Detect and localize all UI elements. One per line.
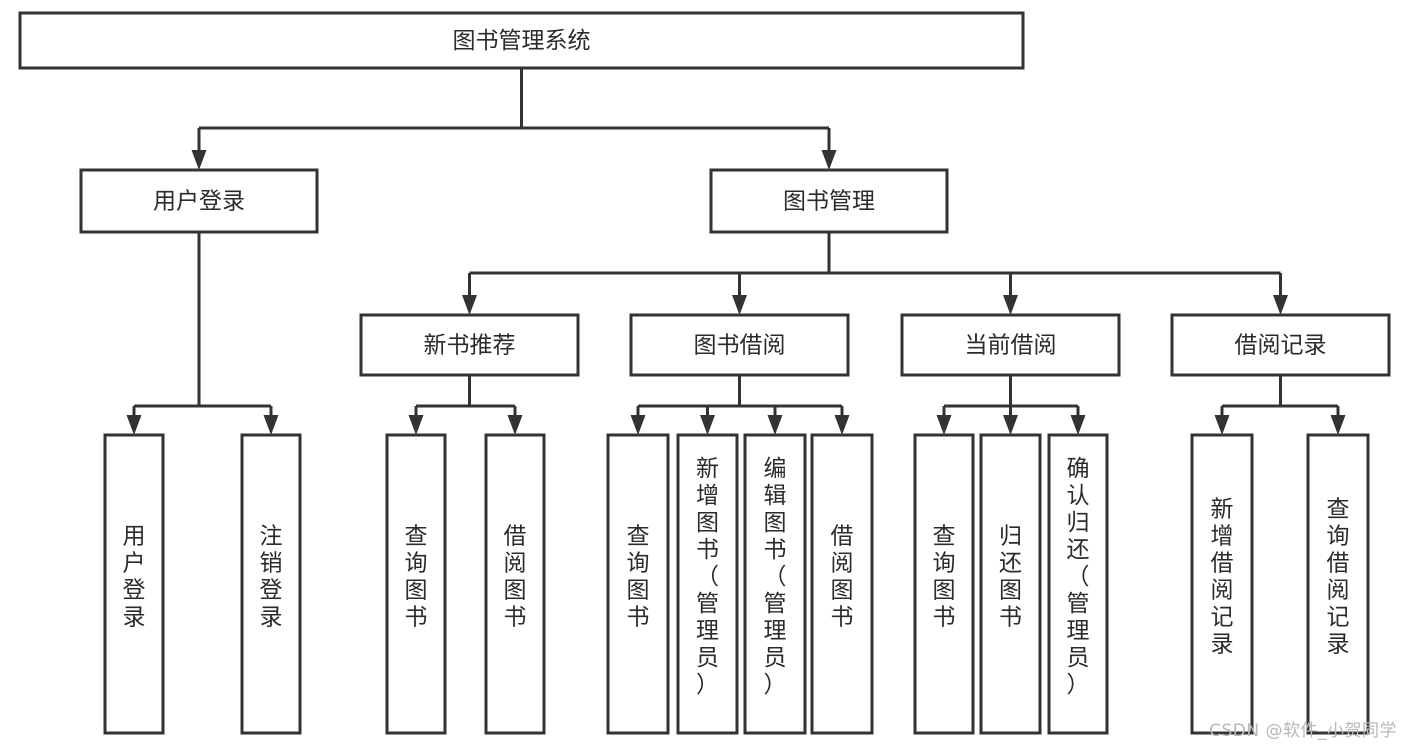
node-box bbox=[18, 11, 1025, 70]
node-box bbox=[606, 433, 670, 735]
node-label: 查询借阅记录 bbox=[1327, 497, 1350, 658]
node-label: 查询图书 bbox=[405, 524, 428, 631]
node-box bbox=[359, 313, 580, 377]
node-box bbox=[900, 313, 1121, 377]
node-label: 新书推荐 bbox=[424, 333, 516, 359]
node-label: 确认归还（管理员） bbox=[1067, 456, 1090, 698]
node-current-borrow[interactable]: 当前借阅 bbox=[900, 313, 1121, 377]
node-leaf-borrow-book-2[interactable]: 借阅图书 bbox=[810, 433, 874, 735]
arrow-head-icon bbox=[732, 295, 747, 315]
node-root[interactable]: 图书管理系统 bbox=[18, 11, 1025, 70]
node-box bbox=[709, 168, 949, 234]
node-box bbox=[810, 433, 874, 735]
node-box bbox=[1170, 313, 1391, 377]
node-label: 编辑图书（管理员） bbox=[764, 456, 787, 698]
node-leaf-add-book[interactable]: 新增图书（管理员） bbox=[676, 433, 739, 735]
node-label: 用户登录 bbox=[123, 524, 146, 631]
node-new-book-rec[interactable]: 新书推荐 bbox=[359, 313, 580, 377]
node-leaf-query-book-3[interactable]: 查询图书 bbox=[913, 433, 975, 735]
node-leaf-query-book-1[interactable]: 查询图书 bbox=[385, 433, 447, 735]
node-label: 图书借阅 bbox=[694, 333, 786, 359]
node-box bbox=[385, 433, 447, 735]
arrow-head-icon bbox=[191, 150, 207, 170]
node-box bbox=[676, 433, 739, 735]
node-book-manage[interactable]: 图书管理 bbox=[709, 168, 949, 234]
node-borrow-record[interactable]: 借阅记录 bbox=[1170, 313, 1391, 377]
node-label: 查询图书 bbox=[627, 524, 650, 631]
node-box bbox=[1047, 433, 1109, 735]
node-label: 借阅记录 bbox=[1235, 333, 1327, 359]
arrow-head-icon bbox=[1003, 415, 1018, 435]
arrow-head-icon bbox=[821, 150, 837, 170]
nodes-layer: 图书管理系统用户登录图书管理新书推荐图书借阅当前借阅借阅记录用户登录注销登录查询… bbox=[18, 11, 1391, 735]
arrow-head-icon bbox=[1003, 295, 1018, 315]
node-label: 借阅图书 bbox=[504, 524, 527, 631]
node-box bbox=[103, 433, 165, 735]
arrow-head-icon bbox=[507, 415, 523, 435]
node-leaf-edit-book[interactable]: 编辑图书（管理员） bbox=[743, 433, 807, 735]
node-leaf-query-book-2[interactable]: 查询图书 bbox=[606, 433, 670, 735]
node-label: 图书管理系统 bbox=[453, 28, 591, 54]
node-leaf-add-record[interactable]: 新增借阅记录 bbox=[1190, 433, 1254, 735]
node-box bbox=[743, 433, 807, 735]
node-box bbox=[629, 313, 850, 377]
arrow-head-icon bbox=[834, 415, 850, 435]
arrow-head-icon bbox=[1273, 295, 1288, 315]
node-leaf-query-record[interactable]: 查询借阅记录 bbox=[1306, 433, 1370, 735]
node-leaf-return-book[interactable]: 归还图书 bbox=[979, 433, 1042, 735]
arrow-head-icon bbox=[1214, 415, 1230, 435]
arrow-head-icon bbox=[462, 295, 477, 315]
node-box bbox=[1306, 433, 1370, 735]
arrow-head-icon bbox=[936, 415, 952, 435]
node-label: 注销登录 bbox=[260, 524, 283, 631]
node-box bbox=[79, 168, 319, 234]
node-box bbox=[913, 433, 975, 735]
node-label: 查询图书 bbox=[933, 524, 956, 631]
node-label: 图书管理 bbox=[783, 189, 875, 215]
node-box bbox=[1190, 433, 1254, 735]
watermark-label: CSDN @软件_小贺同学 bbox=[1209, 721, 1397, 741]
arrow-head-icon bbox=[630, 415, 646, 435]
node-book-borrow[interactable]: 图书借阅 bbox=[629, 313, 850, 377]
arrow-head-icon bbox=[126, 415, 142, 435]
node-user-login[interactable]: 用户登录 bbox=[79, 168, 319, 234]
node-label: 新增图书（管理员） bbox=[696, 456, 719, 698]
node-leaf-confirm-return[interactable]: 确认归还（管理员） bbox=[1047, 433, 1109, 735]
node-box bbox=[484, 433, 546, 735]
arrow-head-icon bbox=[263, 415, 279, 435]
node-leaf-user-login[interactable]: 用户登录 bbox=[103, 433, 165, 735]
arrow-head-icon bbox=[1070, 415, 1086, 435]
arrow-head-icon bbox=[408, 415, 424, 435]
edges-layer bbox=[126, 68, 1346, 435]
arrow-head-icon bbox=[767, 415, 783, 435]
node-leaf-logout[interactable]: 注销登录 bbox=[240, 433, 302, 735]
arrow-head-icon bbox=[700, 415, 715, 435]
node-label: 用户登录 bbox=[153, 189, 245, 215]
node-box bbox=[979, 433, 1042, 735]
node-box bbox=[240, 433, 302, 735]
node-label: 当前借阅 bbox=[965, 333, 1057, 359]
node-label: 借阅图书 bbox=[831, 524, 854, 631]
node-leaf-borrow-book-1[interactable]: 借阅图书 bbox=[484, 433, 546, 735]
arrow-head-icon bbox=[1330, 415, 1346, 435]
node-label: 新增借阅记录 bbox=[1211, 497, 1234, 658]
node-label: 归还图书 bbox=[999, 524, 1022, 631]
